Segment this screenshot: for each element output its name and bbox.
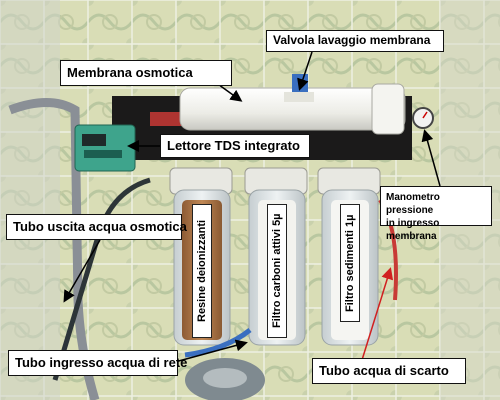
label-output-tube: Tubo uscita acqua osmotica — [6, 214, 187, 240]
label-carbon-filter: Filtro carboni attivi 5µ — [267, 204, 287, 338]
label-pressure-gauge-line-2: in ingresso membrana — [386, 218, 440, 242]
label-inlet-tube: Tubo ingresso acqua di rete — [8, 350, 187, 376]
tds-meter — [74, 124, 136, 172]
label-resin-filter: Resine deionizzanti — [192, 204, 212, 338]
label-pressure-gauge: Manometro pressione in ingresso membrana — [380, 186, 492, 242]
label-tds-meter: Lettore TDS integrato — [160, 134, 310, 158]
label-membrane: Membrana osmotica — [60, 60, 232, 86]
label-pressure-gauge-line-1: Manometro pressione — [386, 192, 440, 216]
label-flush-valve: Valvola lavaggio membrana — [266, 30, 444, 52]
label-sediment-filter: Filtro sedimenti 1µ — [340, 204, 360, 322]
label-waste-tube: Tubo acqua di scarto — [312, 358, 466, 384]
